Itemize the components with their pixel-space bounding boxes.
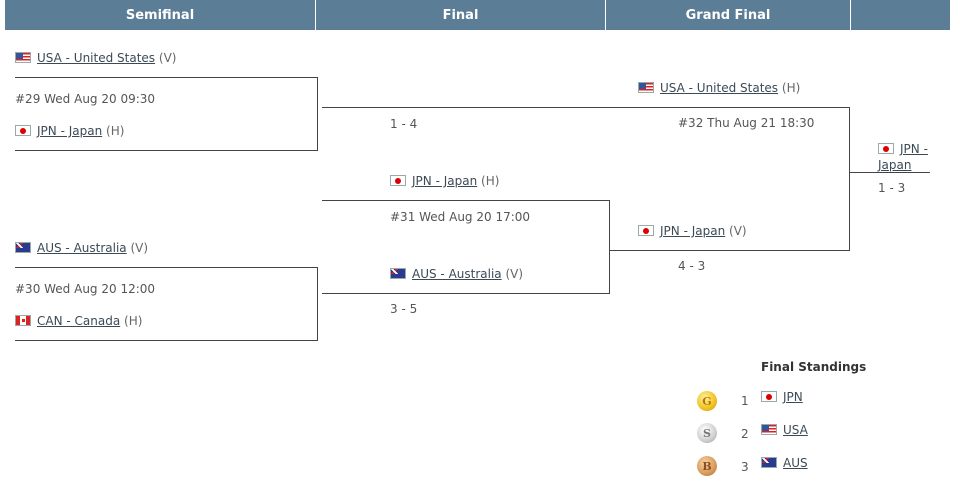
standing-team: JPN — [761, 390, 803, 404]
team-link-line2[interactable]: Japan — [878, 158, 912, 172]
usa-flag-icon — [15, 52, 31, 63]
grand-final-team-top: USA - United States (H) — [638, 81, 800, 95]
bracket-line — [610, 250, 850, 251]
header-final: Final — [315, 0, 605, 30]
semi1-score: 1 - 4 — [390, 117, 418, 131]
team-link[interactable]: JPN - Japan — [37, 124, 103, 138]
aus-flag-icon — [761, 457, 777, 468]
grand-final-team-bottom: JPN - Japan (V) — [638, 224, 747, 238]
usa-flag-icon — [638, 82, 654, 93]
bracket-line — [15, 77, 317, 78]
semi1-team-bottom: JPN - Japan (H) — [15, 124, 124, 138]
medal-letter: S — [703, 426, 711, 440]
final-match-info: #31 Wed Aug 20 17:00 — [390, 210, 531, 224]
bracket-line — [15, 150, 317, 151]
medal-letter: G — [702, 394, 712, 408]
semi1-match-info: #29 Wed Aug 20 09:30 — [15, 92, 156, 106]
team-link[interactable]: JPN — [783, 390, 803, 404]
team-side: (V) — [505, 267, 524, 281]
silver-medal-icon: S — [697, 423, 717, 443]
jpn-flag-icon — [638, 225, 654, 236]
header-semifinal-label: Semifinal — [125, 7, 195, 23]
standing-team: USA — [761, 423, 808, 437]
bracket-line — [322, 200, 610, 201]
bracket-line — [322, 107, 850, 108]
team-side: (H) — [781, 81, 801, 95]
can-flag-icon — [15, 315, 31, 326]
header-semifinal: Semifinal — [5, 0, 315, 30]
bracket-line — [317, 77, 318, 151]
team-side: (H) — [124, 314, 143, 328]
bracket-line — [609, 200, 610, 294]
team-side: (H) — [106, 124, 125, 138]
standing-rank: 1 — [741, 394, 749, 408]
gold-medal-icon: G — [697, 391, 717, 411]
team-side: (H) — [481, 174, 500, 188]
aus-flag-icon — [390, 268, 406, 279]
winner-team: JPN - Japan — [878, 141, 928, 173]
bracket-line — [317, 267, 318, 341]
bracket-line — [849, 107, 850, 251]
team-side: (V) — [158, 51, 177, 65]
team-side: (V) — [729, 224, 747, 238]
grand-final-score: 1 - 3 — [878, 181, 906, 195]
team-link-line1[interactable]: JPN - — [900, 142, 928, 156]
standing-team: AUS — [761, 456, 808, 470]
standing-rank: 3 — [741, 460, 749, 474]
final-team-top: JPN - Japan (H) — [390, 174, 499, 188]
usa-flag-icon — [761, 424, 777, 435]
jpn-flag-icon — [390, 175, 406, 186]
team-link[interactable]: JPN - Japan — [660, 224, 726, 238]
standing-rank: 2 — [741, 427, 749, 441]
final-team-bottom: AUS - Australia (V) — [390, 267, 523, 281]
team-link[interactable]: USA - United States — [37, 51, 156, 65]
standings-title: Final Standings — [761, 360, 867, 374]
semi1-team-top: USA - United States (V) — [15, 51, 176, 65]
header-final-label: Final — [442, 7, 479, 23]
grand-final-match-info: #32 Thu Aug 21 18:30 — [678, 116, 815, 130]
team-link[interactable]: AUS — [783, 456, 808, 470]
header-grand-final: Grand Final — [605, 0, 850, 30]
semi2-match-info: #30 Wed Aug 20 12:00 — [15, 282, 156, 296]
team-side: (V) — [130, 241, 149, 255]
medal-letter: B — [702, 459, 712, 473]
header-grand-final-label: Grand Final — [685, 7, 771, 23]
jpn-flag-icon — [761, 391, 777, 402]
bracket-line — [15, 340, 317, 341]
bronze-medal-icon: B — [697, 456, 717, 476]
bracket-line — [15, 267, 317, 268]
final-score: 4 - 3 — [678, 259, 706, 273]
jpn-flag-icon — [878, 143, 894, 154]
header-winner — [850, 0, 950, 30]
team-link[interactable]: CAN - Canada — [37, 314, 121, 328]
aus-flag-icon — [15, 242, 31, 253]
team-link[interactable]: AUS - Australia — [37, 241, 127, 255]
team-link[interactable]: JPN - Japan — [412, 174, 478, 188]
semi2-score: 3 - 5 — [390, 302, 418, 316]
team-link[interactable]: USA — [783, 423, 808, 437]
semi2-team-top: AUS - Australia (V) — [15, 241, 148, 255]
semi2-team-bottom: CAN - Canada (H) — [15, 314, 142, 328]
bracket-line — [322, 293, 610, 294]
jpn-flag-icon — [15, 125, 31, 136]
bracket-line — [850, 172, 930, 173]
team-link[interactable]: AUS - Australia — [412, 267, 502, 281]
team-link[interactable]: USA - United States — [660, 81, 779, 95]
